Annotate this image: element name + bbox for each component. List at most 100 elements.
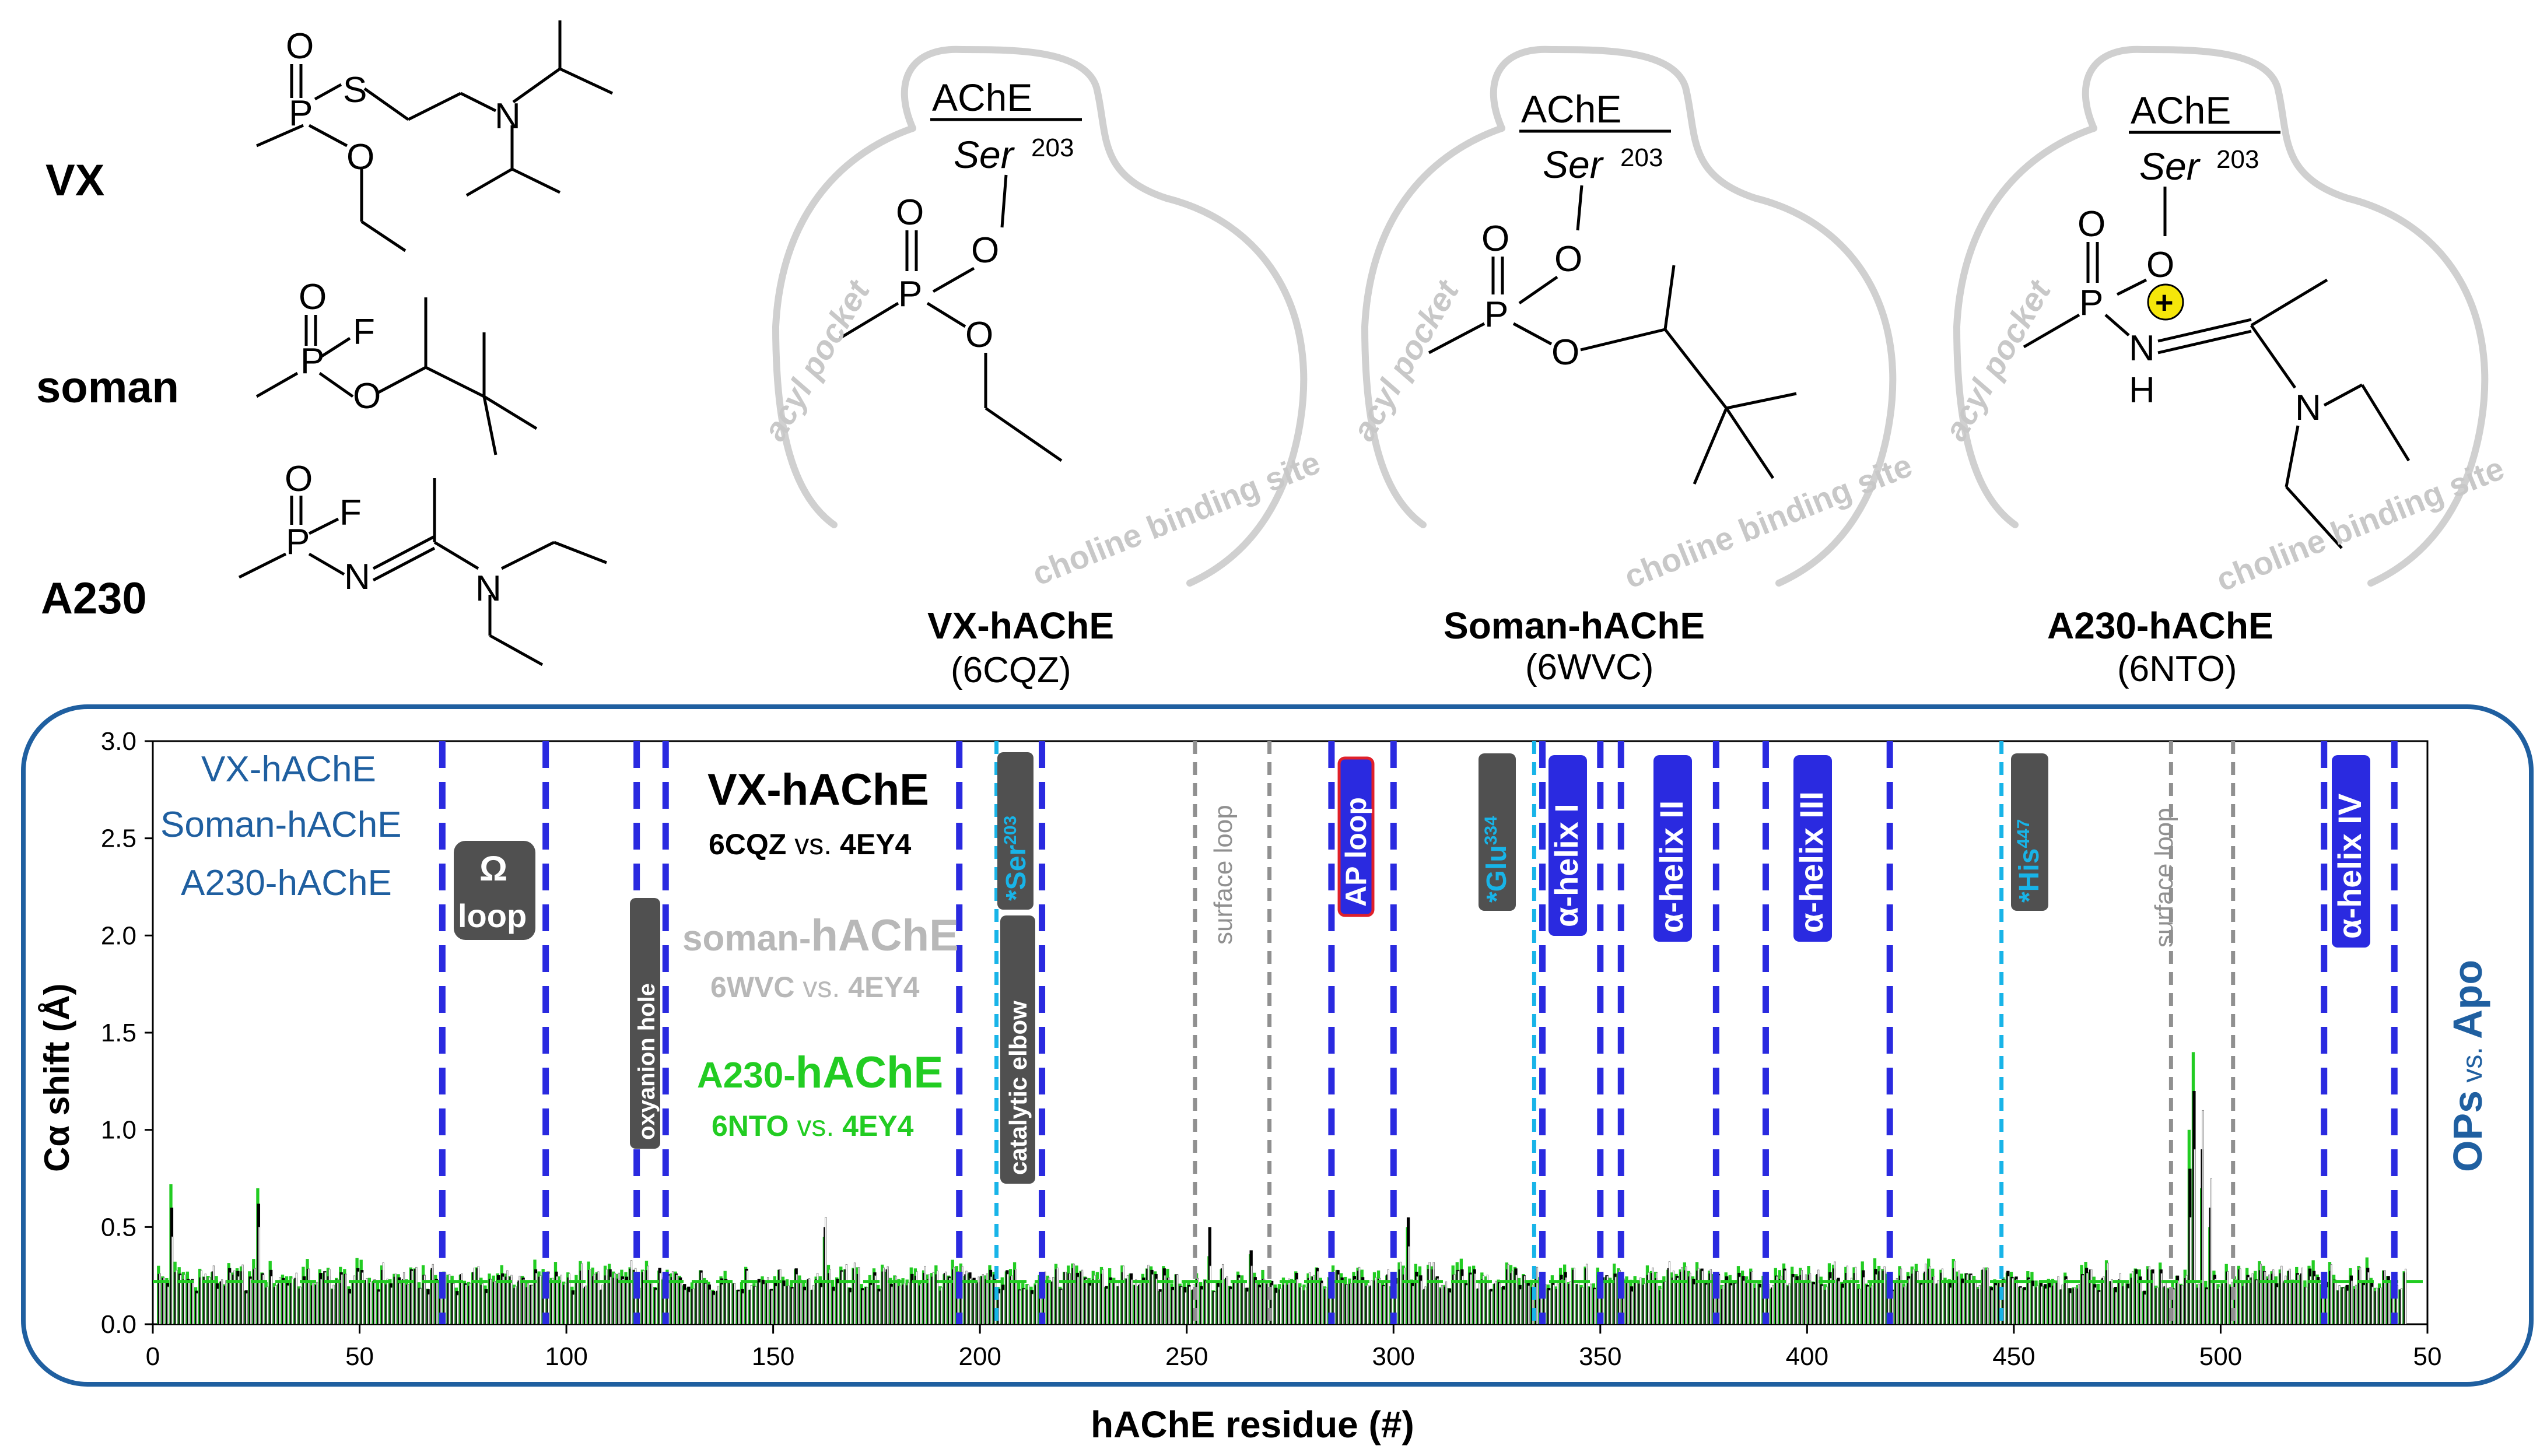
- bar-soman: [1867, 1286, 1869, 1324]
- bar-soman: [2222, 1282, 2225, 1324]
- bar-soman: [311, 1281, 314, 1324]
- bar-soman: [2053, 1282, 2055, 1324]
- y-tick-label: 1.0: [101, 1116, 136, 1145]
- bar-soman: [1164, 1275, 1166, 1324]
- bar-soman: [2247, 1277, 2250, 1324]
- choline-site-label: choline binding site: [2211, 450, 2509, 598]
- bar-soman: [1705, 1284, 1708, 1324]
- bar-soman: [754, 1286, 756, 1324]
- bar-soman: [1838, 1280, 1840, 1324]
- ser-number: 203: [1031, 134, 1074, 162]
- bar-soman: [514, 1286, 517, 1324]
- bar-soman: [1354, 1279, 1357, 1324]
- bar-soman: [742, 1293, 744, 1324]
- bar-soman: [1048, 1278, 1050, 1324]
- bar-soman: [1722, 1285, 1725, 1324]
- bar-soman: [973, 1280, 976, 1324]
- bar-soman: [283, 1281, 285, 1324]
- bar-soman: [366, 1278, 368, 1324]
- bar-soman: [1656, 1272, 1658, 1324]
- helix-1-box: [1548, 755, 1587, 936]
- bar-soman: [750, 1285, 752, 1324]
- catalytic-elbow-box: [1000, 915, 1035, 1184]
- bar-soman: [1784, 1270, 1786, 1324]
- pocket-outline: [1490, 45, 1897, 587]
- svg-text:O: O: [896, 192, 924, 233]
- bar-soman: [1565, 1277, 1567, 1324]
- bar-soman: [2012, 1278, 2014, 1324]
- bar-soman: [837, 1283, 839, 1324]
- bar-soman: [1834, 1261, 1836, 1324]
- bar-soman: [1271, 1285, 1274, 1324]
- bar-soman: [1532, 1284, 1534, 1324]
- bar-soman: [1937, 1280, 1939, 1324]
- svg-text:AP loop: AP loop: [1340, 797, 1372, 907]
- bar-soman: [1652, 1267, 1654, 1324]
- bar-soman: [2156, 1287, 2159, 1324]
- bar-soman: [734, 1283, 736, 1324]
- bar-soman: [2380, 1287, 2382, 1324]
- bar-soman: [159, 1273, 161, 1324]
- bar-soman: [287, 1285, 289, 1324]
- bar-soman: [2359, 1267, 2362, 1324]
- bar-soman: [2148, 1266, 2150, 1324]
- bar-soman: [1077, 1276, 1080, 1324]
- legend-vx: VX-hAChE: [201, 749, 376, 790]
- comparison-vx-title: VX-hAChE: [707, 765, 929, 815]
- choline-site-label: choline binding site: [1027, 444, 1325, 592]
- bar-soman: [1553, 1285, 1555, 1324]
- bar-soman: [2049, 1287, 2051, 1324]
- soman-structure: [255, 297, 538, 455]
- bar-soman: [994, 1279, 997, 1324]
- svg-text:O: O: [346, 137, 374, 177]
- bar-soman: [717, 1286, 720, 1324]
- bar-soman: [208, 1276, 211, 1324]
- bar-soman: [527, 1283, 529, 1324]
- pdb-id: (6NTO): [2117, 649, 2237, 689]
- bar-soman: [899, 1285, 902, 1324]
- bar-soman: [2264, 1271, 2266, 1324]
- bar-soman: [2355, 1285, 2357, 1324]
- bar-soman: [1780, 1275, 1782, 1324]
- bar-soman: [481, 1283, 484, 1324]
- vx-atoms: O P S N O: [286, 26, 521, 177]
- bar-soman: [1772, 1285, 1774, 1324]
- bar-soman: [1081, 1269, 1084, 1324]
- bar-soman: [1970, 1275, 1973, 1324]
- bar-soman: [332, 1285, 335, 1324]
- legend-soman: Soman-hAChE: [160, 805, 402, 845]
- bar-soman: [295, 1272, 297, 1324]
- bar-soman: [618, 1272, 620, 1324]
- bar-soman: [1308, 1272, 1311, 1324]
- bar-soman: [246, 1293, 248, 1324]
- svg-text:P: P: [286, 522, 310, 562]
- bar-soman: [493, 1280, 496, 1324]
- bar-soman: [1627, 1282, 1630, 1324]
- bar-soman: [675, 1274, 678, 1324]
- bar-soman: [432, 1264, 434, 1324]
- bar-soman: [2239, 1268, 2241, 1324]
- bar-soman: [1883, 1266, 1886, 1324]
- bar-soman: [2173, 1289, 2175, 1324]
- bar-soman: [1486, 1275, 1489, 1324]
- svg-text:O: O: [1481, 219, 1509, 259]
- bar-soman: [2127, 1287, 2130, 1324]
- bar-soman: [1949, 1287, 1952, 1324]
- bar-soman: [2293, 1281, 2295, 1324]
- bar-soman: [250, 1278, 252, 1324]
- bar-soman: [1449, 1292, 1452, 1324]
- bar-soman: [1685, 1266, 1687, 1324]
- bar-soman: [2189, 1217, 2192, 1324]
- bar-soman: [1155, 1278, 1158, 1324]
- enzyme-label: AChE: [1521, 87, 1621, 131]
- bar-soman: [1594, 1289, 1596, 1324]
- bar-soman: [1788, 1283, 1791, 1324]
- adduct-name: A230-hAChE: [2047, 605, 2273, 647]
- svg-text:F: F: [353, 312, 375, 352]
- bar-soman: [477, 1266, 479, 1324]
- bar-soman: [303, 1282, 306, 1324]
- bar-soman: [1941, 1268, 1944, 1324]
- bar-soman: [419, 1288, 422, 1324]
- bar-soman: [1739, 1276, 1741, 1324]
- a230-atoms: O P F N N: [285, 459, 502, 609]
